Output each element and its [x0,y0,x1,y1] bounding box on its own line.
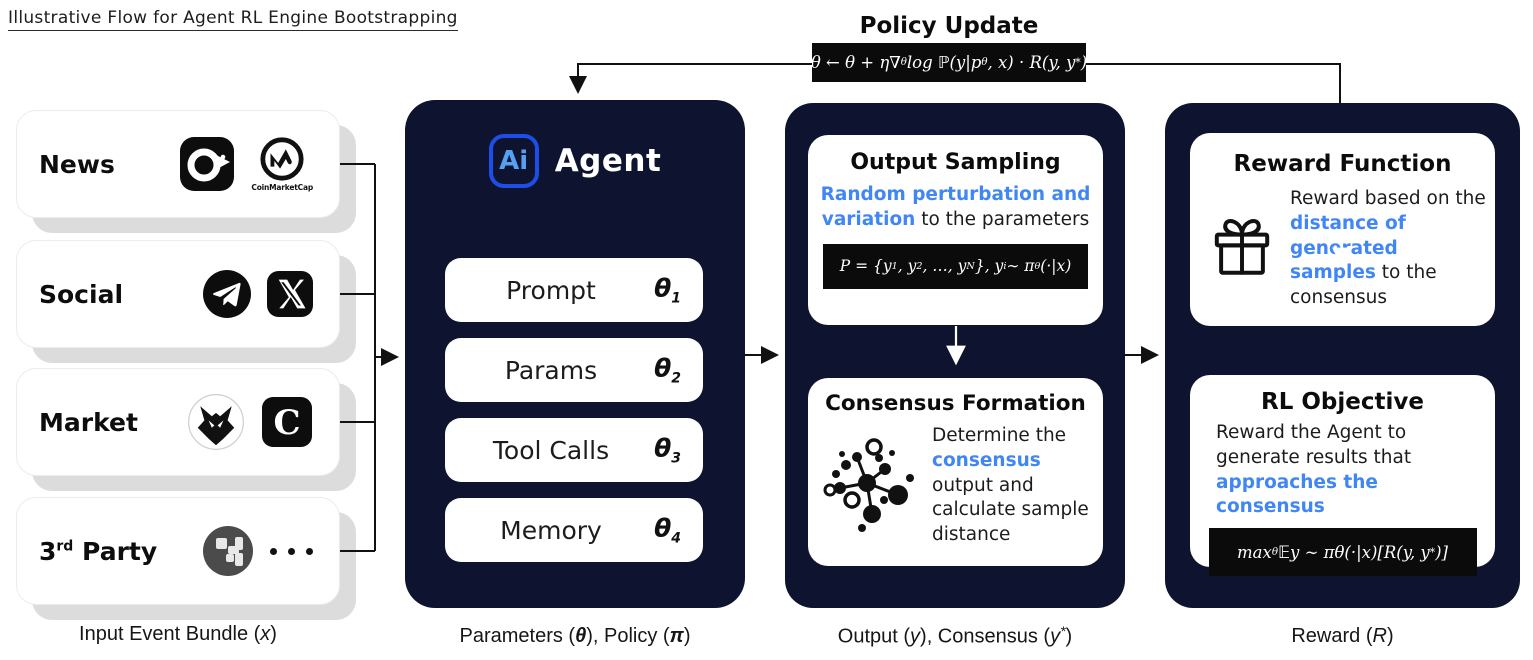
pixel-x-icon [203,526,253,576]
input-label-social: Social [39,279,124,309]
formula-sup: * [1075,56,1081,69]
agent-item-prompt: Prompt θ1 [445,258,703,322]
input-merge-lines [340,163,376,552]
caption-var: x [260,623,271,645]
policy-update-heading: Policy Update [859,13,1039,39]
input-label-market: Market [39,407,138,437]
reward-function-desc: Reward based on the distance of generate… [1290,188,1486,309]
third-party-rest: Party [73,536,158,566]
agent-item-params: Params θ2 [445,338,703,402]
rl-objective-desc: Reward the Agent to generate results tha… [1216,422,1412,518]
output-sampling-desc: Random perturbation and variation to the… [820,183,1091,233]
agent-title: Agent [554,143,662,179]
gift-icon [1214,219,1270,275]
svg-text:C: C [273,403,300,443]
reward-function-card: Reward Function Reward based on the dist… [1190,133,1495,326]
formula-sub: θ [981,57,988,68]
third-party-sup: rd [56,538,74,555]
diagram-title: Illustrative Flow for Agent RL Engine Bo… [8,8,458,31]
caption-text: Input Event Bundle ( [79,623,261,645]
ellipsis-icon [270,547,313,555]
rl-objective-title: RL Objective [1261,389,1424,415]
formula-part: ) [1080,53,1088,72]
input-row-news: News CoinMarketCap [16,110,340,218]
consensus-title: Consensus Formation [825,391,1086,416]
desc-highlight: consensus [932,449,1041,471]
consensus-card: Consensus Formation [808,378,1103,566]
agent-caption: Parameters (θ), Policy (π) [459,625,691,647]
agent-item-label: Tool Calls [492,435,610,465]
rl-objective-card: RL Objective Reward the Agent to generat… [1190,375,1495,577]
agent-item-label: Memory [500,515,602,545]
reward-function-title: Reward Function [1233,151,1452,177]
network-icon [823,438,914,532]
reward-to-policy-line [1086,63,1341,103]
consensus-desc: Determine the consensus output and calcu… [932,425,1089,546]
agent-item-memory: Memory θ4 [445,498,703,562]
output-sampling-title: Output Sampling [850,150,1061,175]
input-row-social: Social [16,240,340,348]
policy-feedback-arrow [569,63,812,94]
desc-highlight: Random perturbation and variation [820,184,1091,230]
input-label-third-party: 3rd Party [39,537,157,566]
ai-logo-icon: Ai [488,134,539,188]
input-row-market: Market C [16,368,340,476]
formula-part: , x) · R(y, y [987,53,1076,72]
agent-header: Ai Agent [405,100,745,188]
input-label-news: News [39,149,115,179]
output-sampling-card: Output Sampling Random perturbation and … [808,135,1103,325]
reward-panel: Reward Function Reward based on the dist… [1165,103,1520,608]
reward-caption: Reward (R) [1291,625,1394,647]
agent-item-label: Prompt [506,275,596,305]
theta-2: θ2 [654,353,681,387]
desc-rest: to the parameters [915,208,1090,230]
ai-logo-text: Ai [499,146,529,176]
input-row-third-party: 3rd Party [16,497,340,605]
output-caption: Output (y), Consensus (y*) [837,623,1073,648]
formula-sub: θ [900,57,907,68]
formula-part: log ℙ(y|p [906,53,982,72]
bird-news-icon [180,137,235,191]
theta-1: θ1 [654,273,681,307]
third-party-base: 3 [39,536,57,566]
agent-panel: Ai Agent Prompt θ1 Params θ2 Tool Calls … [405,100,745,608]
coinmarketcap-label: CoinMarketCap [251,183,313,192]
coinmarketcap-icon: CoinMarketCap [251,136,313,192]
agent-item-tool-calls: Tool Calls θ3 [445,418,703,482]
inputs-caption: Input Event Bundle (x) [16,623,340,646]
output-panel: Output Sampling Random perturbation and … [785,103,1125,608]
telegram-icon [203,270,251,318]
desc-highlight: approaches the consensus [1216,471,1378,518]
agent-item-label: Params [504,355,598,385]
theta-4: θ4 [654,513,681,547]
owl-icon [188,394,244,450]
theta-3: θ3 [654,433,681,467]
x-icon [267,271,313,317]
c-exchange-icon: C [262,397,312,447]
caption-text: ) [270,623,277,645]
formula-part: θ ← θ + η∇ [810,53,901,72]
